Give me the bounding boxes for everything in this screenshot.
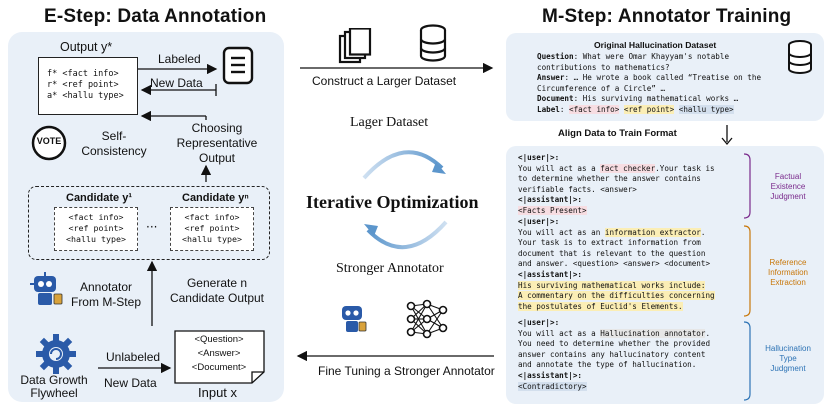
candidate-n-label: Candidate yⁿ bbox=[182, 192, 249, 204]
right-title: M-Step: Annotator Training bbox=[542, 6, 792, 27]
align-label: Align Data to Train Format bbox=[558, 128, 677, 139]
candidate-n-box: <fact info><ref point><hallu type> bbox=[170, 207, 254, 251]
prompt-block-1: <|user|>: You will act as a fact checker… bbox=[518, 153, 715, 215]
left-arrows bbox=[98, 63, 218, 374]
robot-icon bbox=[30, 272, 63, 305]
new-data-bottom-label: New Data bbox=[104, 376, 157, 390]
dataset-content: Question: What were Omar Khayyam's notab… bbox=[537, 52, 762, 114]
lager-label: Lager Dataset bbox=[350, 115, 429, 130]
prompt-block-3: <|user|>: You will act as a Hallucinatio… bbox=[518, 318, 711, 391]
gear-icon bbox=[36, 334, 76, 374]
documents-stack-icon bbox=[338, 28, 372, 64]
output-line-hallu: a* <hallu type> bbox=[47, 91, 124, 101]
left-title: E-Step: Data Annotation bbox=[44, 6, 267, 27]
candidate-ellipsis: ··· bbox=[146, 220, 158, 234]
dataset-database-icon bbox=[788, 40, 812, 74]
output-line-ref: r* <ref point> bbox=[47, 80, 119, 90]
input-lines: <Question><Answer><Document> bbox=[191, 334, 247, 373]
candidate-1-box: <fact info><ref point><hallu type> bbox=[54, 207, 138, 251]
output-label: Output y* bbox=[60, 40, 113, 54]
output-line-fact: f* <fact info> bbox=[47, 69, 119, 79]
middle-arrows bbox=[296, 62, 494, 362]
output-box: f* <fact info> r* <ref point> a* <hallu … bbox=[38, 57, 138, 115]
self-consistency-label: Self-Consistency bbox=[81, 129, 147, 158]
unlabeled-label: Unlabeled bbox=[106, 350, 161, 364]
construct-label: Construct a Larger Dataset bbox=[312, 74, 457, 88]
candidate-1-label: Candidate y¹ bbox=[66, 192, 133, 204]
cycle-arrows bbox=[362, 150, 448, 250]
stronger-label: Stronger Annotator bbox=[336, 261, 444, 276]
labeled-label: Labeled bbox=[158, 52, 201, 66]
iterative-label: Iterative Optimization bbox=[306, 192, 479, 212]
dataset-title: Original Hallucination Dataset bbox=[594, 40, 717, 50]
input-box bbox=[174, 330, 265, 384]
train-format-box bbox=[506, 146, 824, 404]
fine-tuning-label: Fine Tuning a Stronger Annotator bbox=[318, 364, 495, 378]
database-icon bbox=[419, 24, 447, 62]
vote-icon bbox=[31, 125, 67, 161]
side-brackets bbox=[743, 153, 751, 401]
neural-network-icon bbox=[406, 299, 448, 339]
candidates-region bbox=[28, 186, 270, 260]
document-icon bbox=[222, 46, 254, 85]
vote-text: VOTE bbox=[36, 136, 62, 146]
input-label: Input x bbox=[198, 385, 238, 400]
prompt-block-2: <|user|>: You will act as an information… bbox=[518, 217, 715, 311]
align-arrow bbox=[721, 125, 733, 146]
robot-icon-middle bbox=[342, 306, 367, 332]
new-data-top-label: New Data bbox=[150, 76, 203, 90]
